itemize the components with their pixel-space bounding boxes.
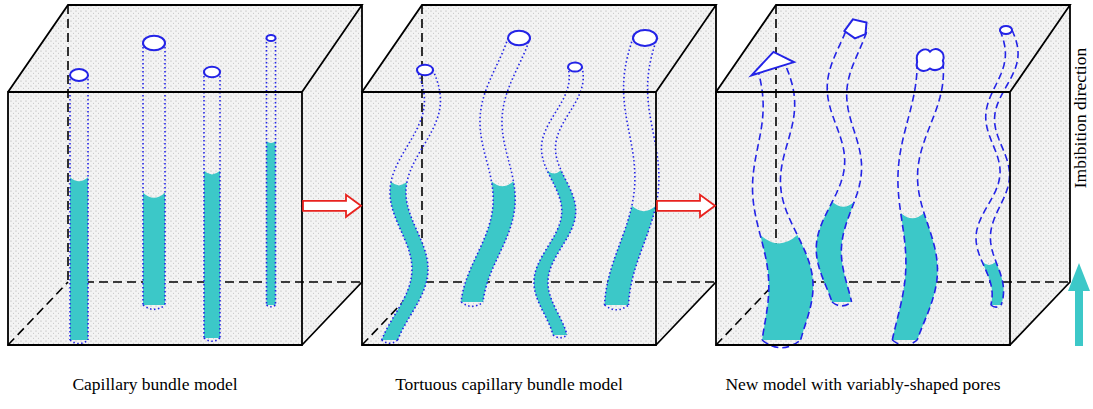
pore-wall — [398, 70, 441, 340]
imbibed-liquid — [382, 182, 428, 340]
pore-opening — [917, 49, 944, 71]
hidden-edge — [8, 5, 362, 345]
hidden-edge — [362, 5, 716, 345]
model-caption: New model with variably-shaped pores — [725, 374, 1000, 395]
transition-arrow — [303, 195, 361, 217]
direction-label: Imbibition direction — [1070, 48, 1091, 188]
imbibed-liquid — [605, 206, 656, 305]
porous-medium — [8, 5, 362, 345]
pore-wall — [548, 67, 583, 335]
pore-wall — [266, 38, 268, 305]
imbibed-liquid — [204, 171, 220, 338]
pore-wall — [753, 68, 769, 340]
porous-medium — [716, 5, 1070, 345]
model-caption: Tortuous capillary bundle model — [395, 374, 623, 395]
pore-opening — [417, 65, 433, 76]
pore-wall — [917, 62, 943, 340]
model-cube: Capillary bundle model — [8, 92, 302, 405]
transition-arrow — [657, 195, 715, 217]
pore-wall — [780, 68, 813, 340]
cube-edge — [362, 5, 716, 345]
pore-bottom — [267, 305, 276, 307]
pore-bottom — [605, 305, 629, 310]
pore-wall — [841, 32, 866, 302]
imbibed-liquid — [267, 141, 276, 305]
model-caption: Capillary bundle model — [72, 374, 237, 395]
pore-bottom — [70, 340, 88, 344]
pore-wall — [142, 43, 144, 305]
pore-wall — [203, 72, 205, 338]
pore-bottom — [382, 340, 398, 343]
pore-bottom — [553, 335, 567, 338]
cube-edge — [8, 5, 362, 345]
pore-wall — [87, 75, 89, 340]
hidden-edge — [716, 5, 1070, 345]
pore-wall — [483, 38, 530, 302]
pore-wall — [69, 75, 71, 340]
pore-opening — [508, 31, 530, 46]
porous-medium — [362, 5, 716, 345]
model-cube: Tortuous capillary bundle model — [362, 92, 656, 405]
pore-bottom — [204, 338, 220, 341]
pore-wall — [275, 38, 277, 305]
pore-bottom — [143, 305, 165, 309]
imbibed-liquid — [534, 170, 576, 335]
pore-opening — [1000, 26, 1012, 34]
pore-bottom — [832, 302, 852, 306]
imbibed-liquid — [461, 181, 515, 302]
pore-opening — [844, 19, 866, 38]
pore-bottom — [762, 340, 801, 348]
pore-wall — [629, 38, 659, 305]
pore-wall — [605, 38, 635, 305]
pore-opening — [633, 30, 657, 46]
pore-wall — [461, 38, 508, 302]
pore-wall — [990, 30, 1018, 305]
pore-wall — [816, 32, 845, 302]
pore-opening — [204, 67, 220, 78]
pore-opening — [752, 52, 794, 75]
pore-wall — [164, 43, 166, 305]
pore-wall — [219, 72, 221, 338]
imbibed-liquid — [892, 213, 937, 340]
imbibed-liquid — [143, 193, 165, 305]
direction-arrow — [1068, 263, 1090, 346]
pore-wall — [382, 70, 425, 340]
imbibed-liquid — [70, 177, 88, 340]
pore-wall — [534, 67, 569, 335]
pore-opening — [143, 36, 165, 51]
imbibed-liquid — [982, 262, 1003, 305]
pore-bottom — [991, 305, 1001, 307]
pore-wall — [892, 62, 917, 340]
pore-wall — [976, 30, 1005, 305]
pore-opening — [70, 69, 88, 81]
cube-edge — [716, 5, 1070, 345]
pore-bottom — [461, 302, 483, 306]
model-cube: New model with variably-shaped pores — [716, 92, 1010, 405]
pore-opening — [568, 62, 582, 71]
pore-opening — [267, 35, 276, 41]
